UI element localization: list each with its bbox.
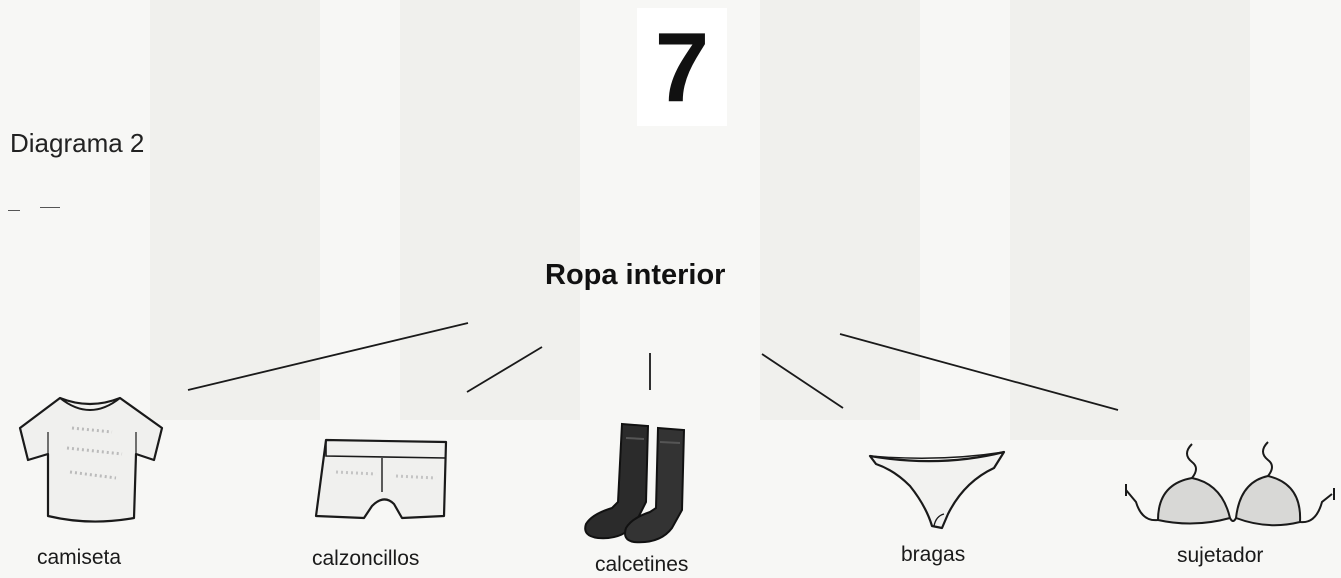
connector-line-bragas	[761, 353, 844, 409]
item-label-sujetador: sujetador	[1177, 544, 1264, 567]
background-shape	[760, 0, 920, 420]
background-shape	[1010, 0, 1250, 440]
center-node-title: Ropa interior	[545, 259, 726, 291]
scan-speck	[8, 210, 20, 211]
panties-icon	[868, 450, 1006, 530]
connector-line-sujetador	[839, 333, 1119, 411]
diagram-label: Diagrama 2	[10, 128, 145, 158]
item-label-bragas: bragas	[901, 543, 966, 566]
page-number-box: 7	[637, 8, 727, 126]
connector-line-calzoncillos	[466, 346, 543, 393]
bra-icon	[1125, 441, 1335, 527]
briefs-icon	[314, 438, 448, 520]
scan-speck	[40, 207, 60, 208]
connector-line-camiseta	[187, 322, 469, 391]
item-label-calcetines: calcetines	[595, 553, 689, 576]
background-shape	[400, 0, 580, 420]
item-label-camiseta: camiseta	[37, 546, 122, 569]
item-label-calzoncillos: calzoncillos	[312, 547, 420, 570]
page-number: 7	[654, 12, 710, 122]
socks-icon	[584, 422, 686, 544]
tshirt-icon	[18, 396, 164, 523]
background-shape	[150, 0, 320, 420]
